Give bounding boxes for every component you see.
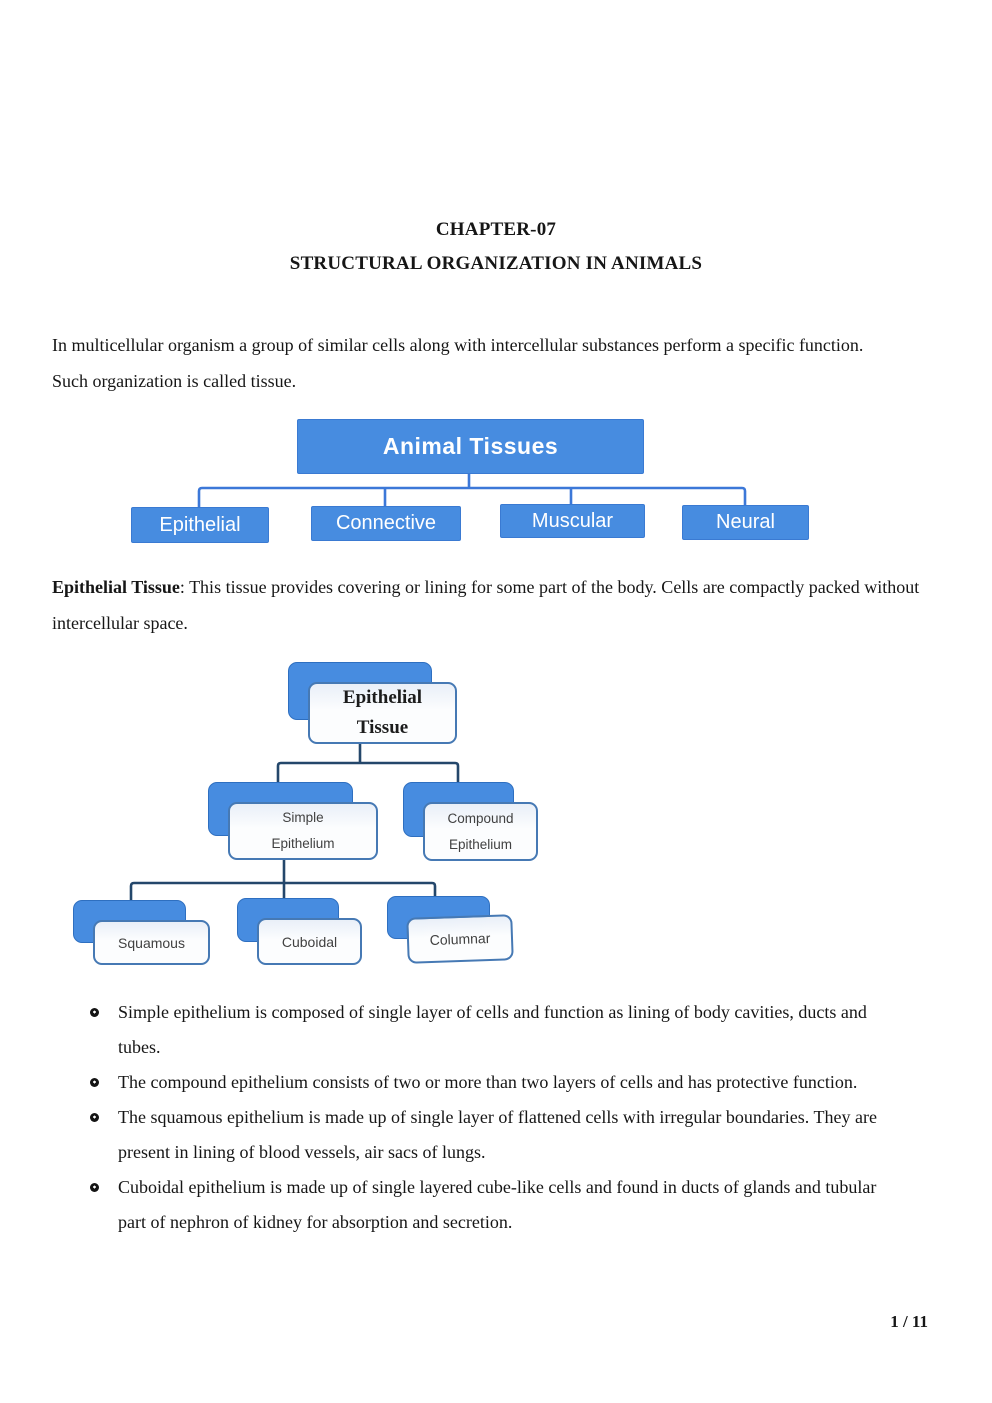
list-item: Simple epithelium is composed of single … [88, 995, 893, 1065]
epithelial-heading: Epithelial Tissue [52, 577, 180, 597]
node-label-line: Epithelial [342, 687, 423, 708]
list-item: The squamous epithelium is made up of si… [88, 1100, 893, 1170]
node-label-line: Simple [282, 810, 324, 825]
node-cuboidal: Cuboidal [237, 898, 362, 965]
node-neural: Neural [682, 505, 809, 540]
intro-paragraph: In multicellular organism a group of sim… [52, 335, 864, 391]
epithelial-description: : This tissue provides covering or linin… [52, 577, 920, 633]
node-simple-epithelium: Simple Epithelium [208, 782, 378, 860]
epithelial-paragraph: Epithelial Tissue: This tissue provides … [52, 569, 940, 641]
node-label-line: Compound [447, 810, 514, 826]
node-label-line: Cuboidal [281, 933, 338, 950]
node-epithelial: Epithelial [131, 507, 269, 543]
node-label-line: Epithelium [448, 836, 513, 852]
node-compound-epithelium: Compound Epithelium [403, 782, 538, 861]
node-muscular: Muscular [500, 504, 645, 538]
node-label-line: Tissue [356, 717, 409, 738]
chapter-subtitle: STRUCTURAL ORGANIZATION IN ANIMALS [289, 253, 703, 274]
node-squamous: Squamous [73, 900, 210, 965]
epithelium-bullet-list: Simple epithelium is composed of single … [88, 995, 893, 1240]
node-epithelial-tissue: Epithelial Tissue [288, 662, 457, 744]
node-columnar: Columnar [387, 896, 514, 964]
list-item: Cuboidal epithelium is made up of single… [88, 1170, 893, 1240]
node-animal-tissues: Animal Tissues [297, 419, 644, 474]
page-number: 1 / 11 [890, 1312, 928, 1331]
animal-tissues-connector-lines [197, 472, 747, 507]
chapter-title: CHAPTER-07 [435, 219, 557, 240]
node-connective: Connective [311, 506, 461, 541]
node-label-line: Squamous [118, 934, 185, 951]
node-label-line: Columnar [429, 929, 491, 949]
node-label-line: Epithelium [271, 836, 335, 851]
list-item: The compound epithelium consists of two … [88, 1065, 893, 1100]
